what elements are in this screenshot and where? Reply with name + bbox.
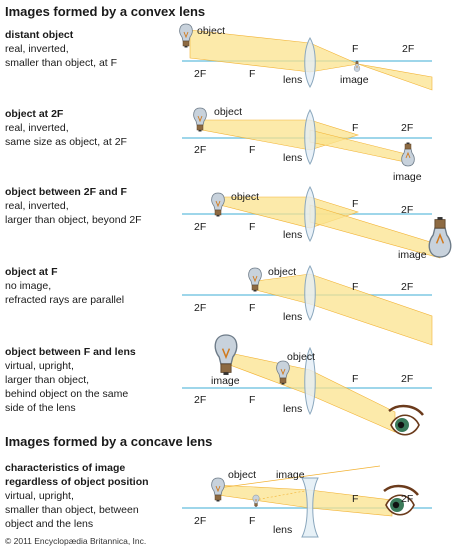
case-object-between-f-and-lens: object between F and lens virtual, uprig… xyxy=(5,345,185,415)
case-description: real, inverted, same size as object, at … xyxy=(5,122,127,148)
convex-lens-icon xyxy=(304,37,316,88)
convex-lens-icon xyxy=(304,265,316,321)
focal-label: F xyxy=(352,281,358,293)
focal-label: F xyxy=(249,515,255,527)
convex-lens-icon xyxy=(304,186,316,242)
case-object-between-2f-and-f: object between 2F and F real, inverted, … xyxy=(5,185,185,227)
object-label: object xyxy=(231,191,259,203)
focal-label: F xyxy=(352,43,358,55)
object-label: object xyxy=(214,106,242,118)
focal-label: F xyxy=(249,144,255,156)
case-description: virtual, upright, larger than object, be… xyxy=(5,360,129,414)
double-focal-label: 2F xyxy=(194,302,206,314)
lens-label: lens xyxy=(283,229,302,241)
lens-label: lens xyxy=(283,403,302,415)
case-description: real, inverted, larger than object, beyo… xyxy=(5,200,142,226)
focal-label: F xyxy=(249,68,255,80)
object-bulb-icon xyxy=(211,192,225,217)
case-object-at-f: object at F no image, refracted rays are… xyxy=(5,265,185,307)
diverging-ray xyxy=(217,465,381,489)
virtual-ray xyxy=(254,489,311,501)
ray-bundle xyxy=(217,484,393,517)
lens-label: lens xyxy=(283,152,302,164)
double-focal-label: 2F xyxy=(194,515,206,527)
focal-label: F xyxy=(249,394,255,406)
case-title: distant object xyxy=(5,29,74,41)
case-title: characteristics of image regardless of o… xyxy=(5,462,149,488)
case-title: object at F xyxy=(5,266,58,278)
double-focal-label: 2F xyxy=(401,204,413,216)
diagram-distant-object: object 2F F lens F 2F image xyxy=(179,23,433,91)
focal-label: F xyxy=(352,122,358,134)
case-title: object at 2F xyxy=(5,108,64,120)
image-label: image xyxy=(393,171,422,183)
convex-lens-icon xyxy=(304,346,316,415)
object-label: object xyxy=(197,25,225,37)
ray-bundle xyxy=(357,63,433,91)
diagram-object-between-f-and-lens: image object 2F F lens F 2F xyxy=(182,334,432,436)
case-description: real, inverted, smaller than object, at … xyxy=(5,43,118,69)
image-label: image xyxy=(276,469,305,481)
focal-label: F xyxy=(352,373,358,385)
eye-icon xyxy=(387,404,425,436)
case-title: object between 2F and F xyxy=(5,186,127,198)
focal-label: F xyxy=(352,493,358,505)
object-label: object xyxy=(287,351,315,363)
image-label: image xyxy=(211,375,240,387)
case-object-at-2f: object at 2F real, inverted, same size a… xyxy=(5,107,185,149)
lens-label: lens xyxy=(273,524,292,536)
convex-lens-icon xyxy=(304,109,316,165)
copyright-credit: © 2011 Encyclopædia Britannica, Inc. xyxy=(5,536,147,546)
diagram-concave-lens: object image 2F F lens F 2F xyxy=(182,465,432,538)
case-concave-characteristics: characteristics of image regardless of o… xyxy=(5,461,185,531)
ray-bundle xyxy=(189,29,360,73)
double-focal-label: 2F xyxy=(401,373,413,385)
image-bulb-icon xyxy=(401,142,415,167)
image-label: image xyxy=(398,249,427,261)
focal-label: F xyxy=(352,198,358,210)
object-bulb-icon xyxy=(211,477,225,502)
double-focal-label: 2F xyxy=(194,394,206,406)
double-focal-label: 2F xyxy=(194,221,206,233)
ray-bundle xyxy=(309,129,411,164)
image-bulb-icon xyxy=(252,494,260,507)
diagram-object-between-2f-and-f: object 2F F lens F 2F image xyxy=(182,186,452,261)
case-title: object between F and lens xyxy=(5,346,136,358)
focal-label: F xyxy=(249,221,255,233)
double-focal-label: 2F xyxy=(401,493,413,505)
case-description: virtual, upright, smaller than object, b… xyxy=(5,490,139,530)
concave-section-title: Images formed by a concave lens xyxy=(5,434,213,449)
double-focal-label: 2F xyxy=(194,144,206,156)
lens-label: lens xyxy=(283,311,302,323)
case-description: no image, refracted rays are parallel xyxy=(5,280,125,306)
case-distant-object: distant object real, inverted, smaller t… xyxy=(5,28,185,70)
object-label: object xyxy=(228,469,256,481)
diagram-object-at-2f: object 2F F lens F 2F image xyxy=(182,106,432,183)
double-focal-label: 2F xyxy=(401,281,413,293)
lens-label: lens xyxy=(283,74,302,86)
image-bulb-icon xyxy=(214,334,238,376)
double-focal-label: 2F xyxy=(194,68,206,80)
image-label: image xyxy=(340,74,369,86)
image-bulb-icon xyxy=(428,216,452,258)
double-focal-label: 2F xyxy=(402,43,414,55)
object-label: object xyxy=(268,266,296,278)
focal-label: F xyxy=(249,302,255,314)
concave-lens-icon xyxy=(301,477,319,538)
double-focal-label: 2F xyxy=(401,122,413,134)
convex-section-title: Images formed by a convex lens xyxy=(5,4,206,19)
diagram-object-at-f: object 2F F lens F 2F xyxy=(182,265,433,346)
